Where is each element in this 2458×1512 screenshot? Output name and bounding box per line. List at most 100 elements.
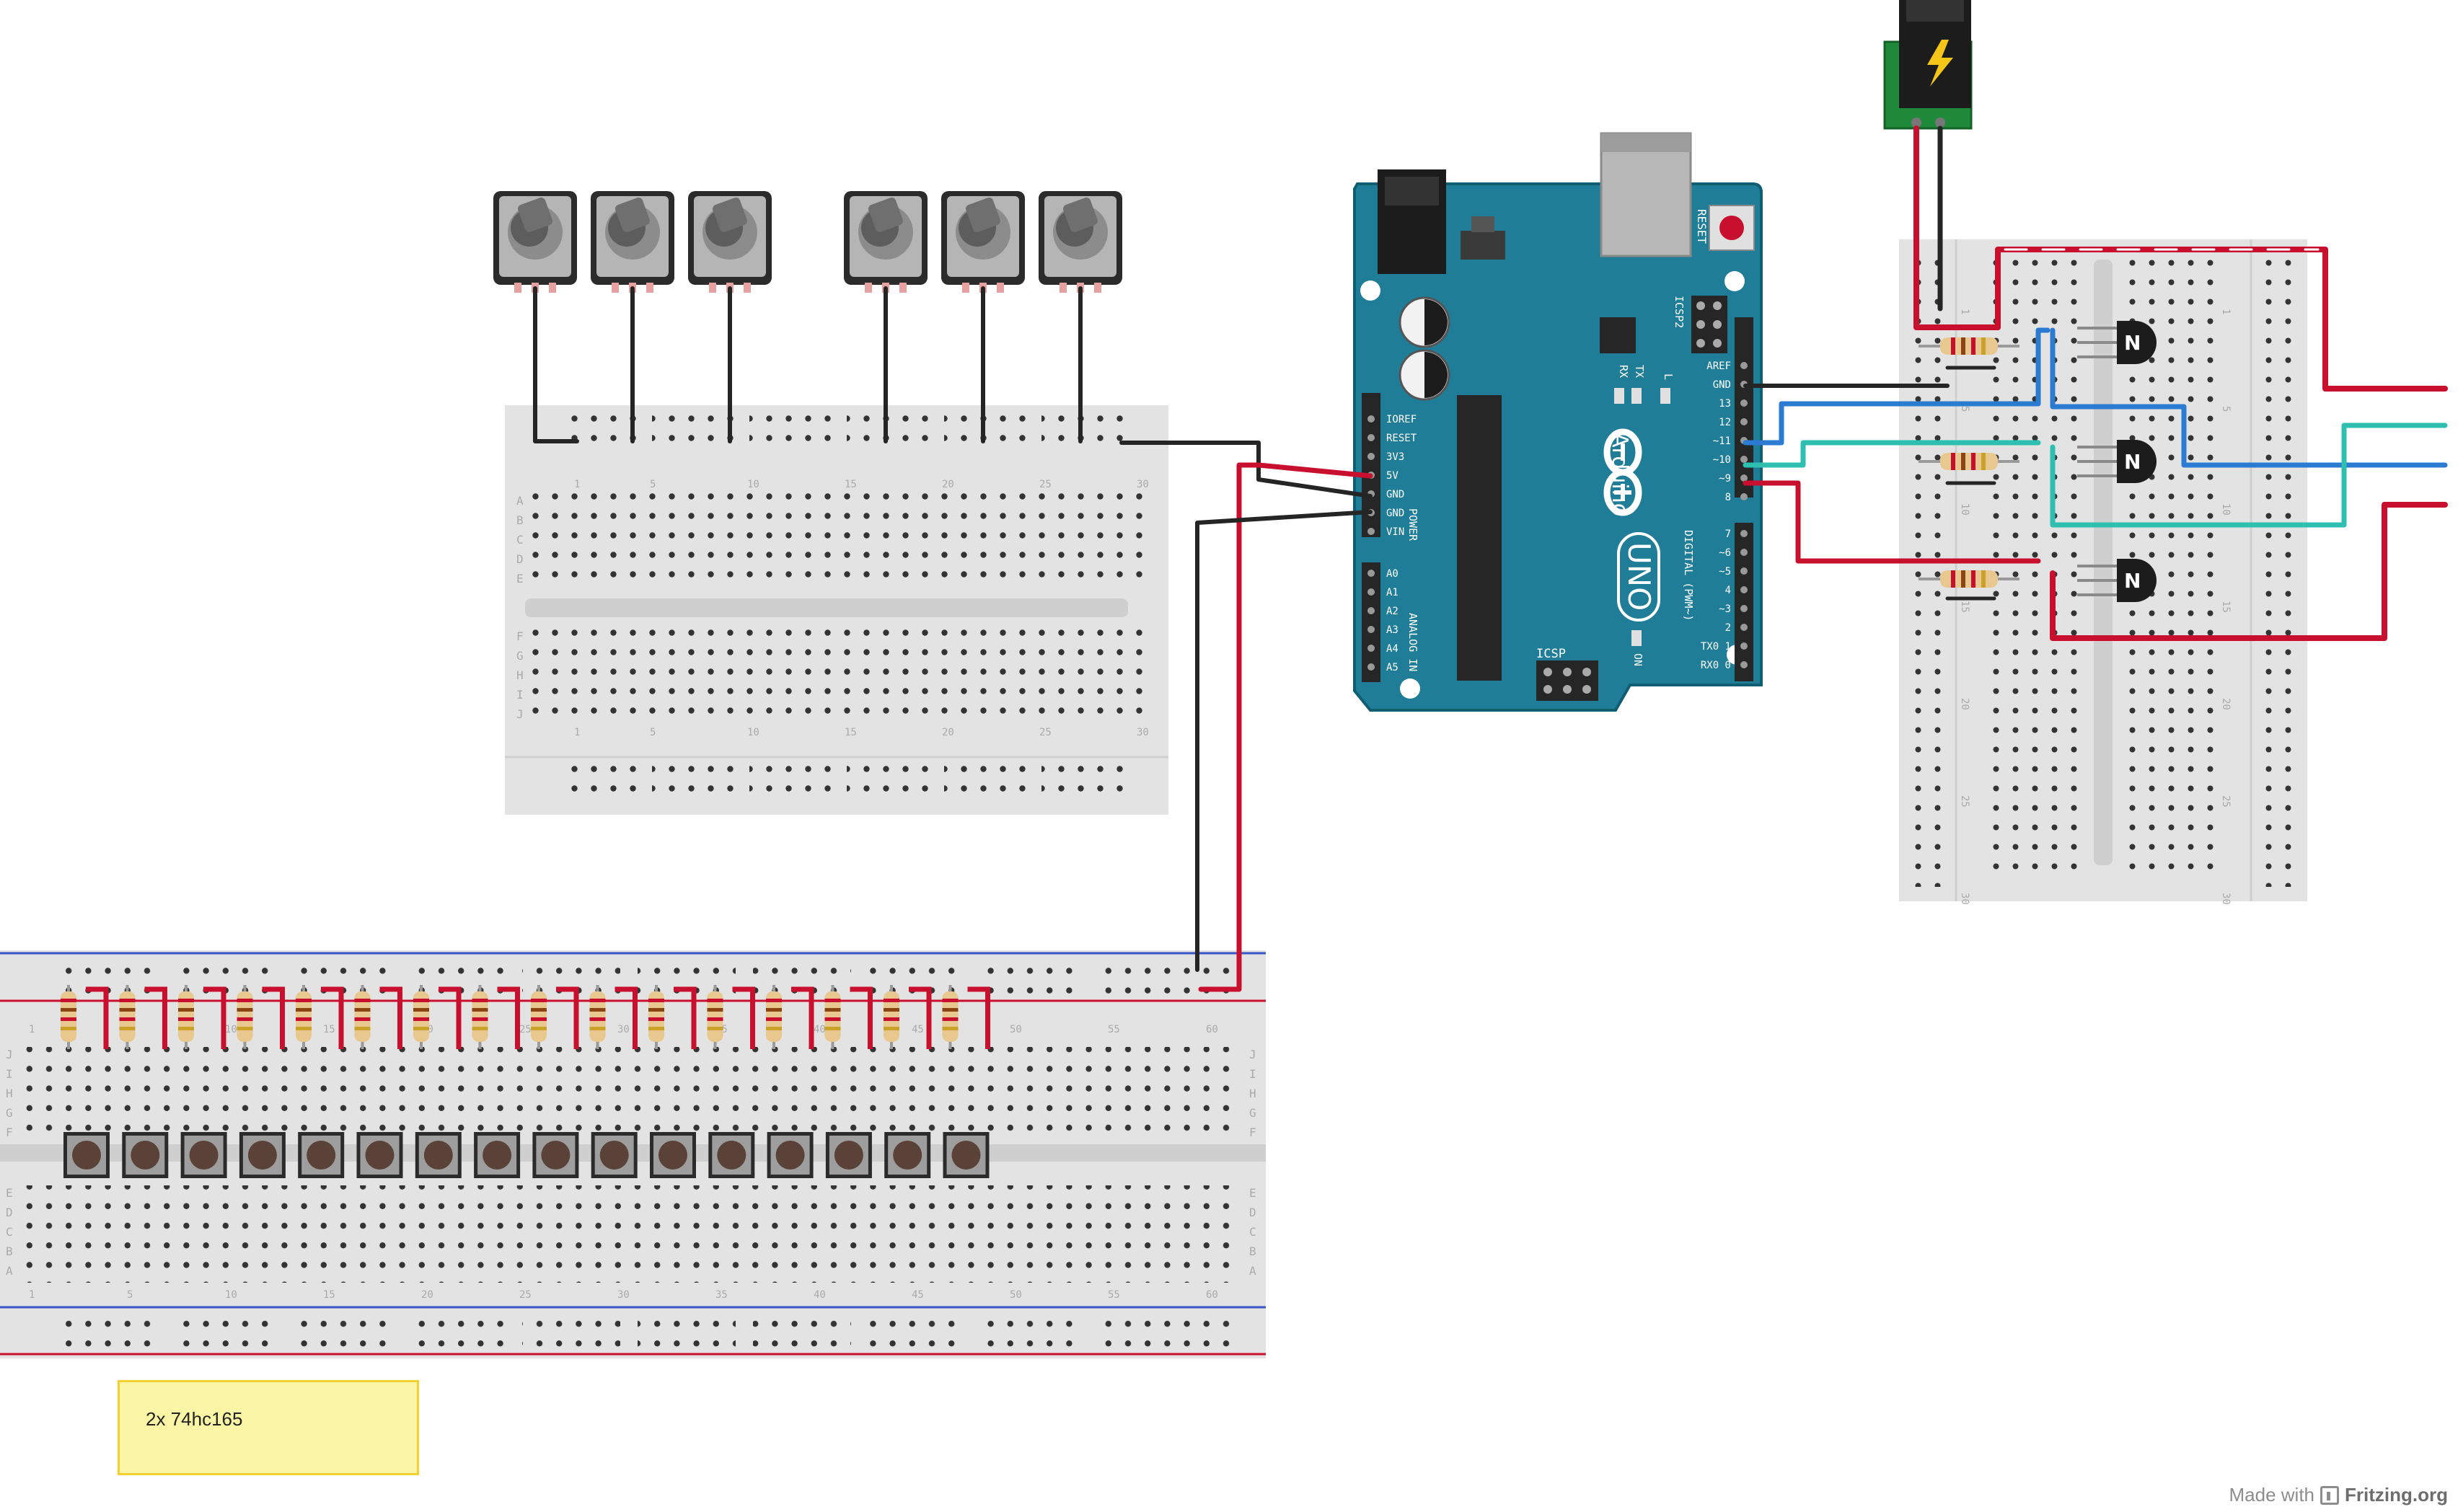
transistor-body — [2117, 321, 2157, 364]
row-letter: I — [6, 1067, 13, 1081]
analog-pin-label: A4 — [1386, 643, 1398, 655]
column-number: 20 — [421, 1289, 433, 1301]
pot-pin — [899, 283, 907, 293]
header-pin — [1367, 663, 1375, 671]
pot-pin — [709, 283, 716, 293]
header-pin — [1740, 493, 1748, 500]
resistor-band — [884, 999, 899, 1002]
resistor — [942, 985, 959, 1049]
resistor — [766, 985, 782, 1049]
row-letter: D — [6, 1206, 13, 1219]
header-pin — [1740, 474, 1748, 482]
header-pin — [1740, 642, 1748, 650]
resistor-band — [824, 1008, 841, 1012]
column-number: 55 — [1108, 1289, 1120, 1301]
resistor — [531, 985, 547, 1049]
resistor-band — [472, 1027, 488, 1030]
tx-rx-leds — [1614, 388, 1670, 646]
power-pin-label: 3V3 — [1386, 451, 1404, 463]
header-pin — [1740, 586, 1748, 593]
resistor-band — [707, 1008, 723, 1012]
transistor-label: N — [2124, 569, 2141, 593]
resistor-band — [178, 999, 194, 1002]
resistor-band — [413, 1027, 429, 1030]
resistor-band — [707, 1027, 723, 1030]
resistor-band — [707, 1017, 723, 1021]
header-pin — [1367, 607, 1375, 614]
power-pin-label: GND — [1386, 489, 1404, 500]
resistor-band — [354, 1017, 371, 1021]
column-number: 5 — [1959, 406, 1970, 412]
breadboard-bottom-terminals-upper — [20, 1047, 1236, 1144]
resistor-band — [178, 1027, 194, 1030]
column-number: 40 — [814, 1289, 826, 1301]
breadboard-top-center-channel — [525, 598, 1128, 617]
analog-pin-label: A2 — [1386, 606, 1398, 617]
column-number: 45 — [912, 1289, 924, 1301]
column-number: 60 — [1206, 1289, 1218, 1301]
transistor-body — [2117, 440, 2157, 483]
resistor-band — [413, 1008, 429, 1012]
row-letter: G — [6, 1106, 13, 1120]
resistor — [178, 985, 194, 1049]
button-cap — [599, 1141, 629, 1170]
resistor-band — [707, 999, 723, 1002]
breadboard-top-terminals-upper — [525, 493, 1148, 591]
row-letter: B — [516, 513, 524, 527]
column-number: 1 — [2220, 309, 2232, 314]
resistor-band — [942, 1027, 959, 1030]
row-letter: B — [6, 1244, 13, 1258]
column-number: 20 — [942, 479, 954, 490]
wire-gnd-top-bb — [1119, 441, 1373, 498]
wire-gnd-black — [1195, 510, 1373, 972]
digital-pin-label: ~5 — [1719, 566, 1731, 578]
push-button — [532, 1132, 579, 1178]
column-number: 20 — [1959, 698, 1970, 710]
row-letter: I — [1249, 1067, 1256, 1081]
button-cap — [834, 1141, 863, 1170]
resistor-band — [766, 1027, 782, 1030]
resistor-band — [884, 1017, 899, 1021]
button-cap — [247, 1141, 277, 1170]
resistor — [824, 985, 841, 1049]
push-button — [943, 1132, 990, 1178]
jumper-wire — [262, 986, 285, 1049]
column-number: 15 — [845, 479, 857, 490]
column-number: 50 — [1010, 1024, 1022, 1035]
resistor-band — [61, 1008, 76, 1012]
resistor-band — [824, 1027, 841, 1030]
column-number: 10 — [2220, 503, 2232, 516]
column-number: 15 — [323, 1024, 335, 1035]
resistor-band — [1951, 453, 1955, 470]
breadboard-bottom-rail-lower — [58, 1312, 1241, 1351]
push-button — [63, 1132, 110, 1178]
bottom-board-components — [61, 985, 990, 1178]
resistor-band — [354, 1027, 371, 1030]
digital-pin-label: TX0 1 — [1701, 641, 1731, 653]
pot-shaft — [713, 198, 747, 232]
transistor-label: N — [2124, 331, 2141, 355]
button-cap — [365, 1141, 395, 1170]
resistor-band — [531, 1027, 547, 1030]
button-cap — [307, 1141, 336, 1170]
resistor-band — [178, 1017, 194, 1021]
column-number: 30 — [1959, 893, 1970, 905]
column-number: 5 — [2220, 406, 2232, 412]
column-number: 25 — [1039, 727, 1052, 738]
resistor — [61, 985, 76, 1049]
resistor-band — [413, 1017, 429, 1021]
icsp2-header — [1691, 296, 1727, 353]
jumper-wire — [321, 986, 344, 1049]
jumper-wire — [379, 986, 402, 1049]
resistor-band — [531, 1017, 547, 1021]
row-letter: G — [516, 649, 524, 663]
resistor-band — [237, 1008, 253, 1012]
resistor-band — [589, 1027, 606, 1030]
resistor-band — [1971, 337, 1975, 355]
header-pin — [1367, 415, 1375, 423]
power-pin-label: RESET — [1386, 433, 1417, 444]
